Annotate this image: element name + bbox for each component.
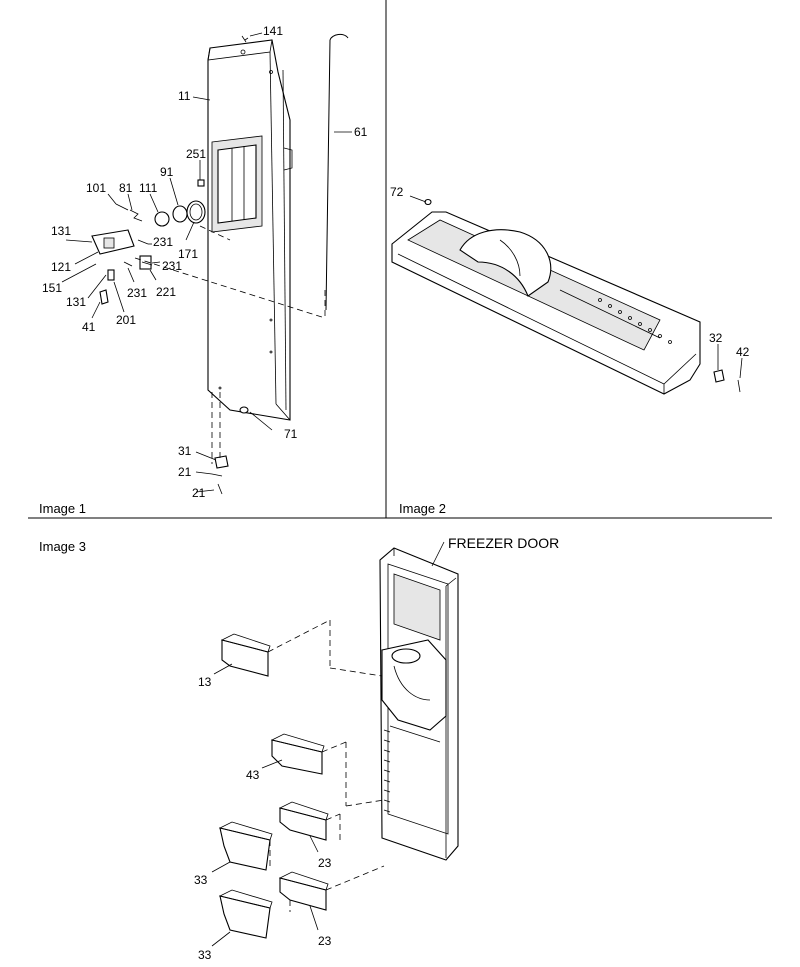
label-231-a: 231 <box>153 235 173 249</box>
label-131-b: 131 <box>66 295 86 309</box>
bin-13 <box>220 633 271 677</box>
label-111: 111 <box>139 181 158 195</box>
label-231-c: 231 <box>127 286 147 300</box>
freezer-door-label: FREEZER DOOR <box>448 535 559 551</box>
panel-title-3: Image 3 <box>39 539 86 554</box>
label-141: 141 <box>263 24 283 38</box>
bin-23-upper <box>278 801 329 841</box>
bin-33-lower <box>218 889 273 939</box>
vent-holes <box>598 298 672 344</box>
label-101: 101 <box>86 181 106 195</box>
labels-image-1: 141 11 61 251 91 101 81 111 131 231 121 … <box>42 24 368 500</box>
label-11: 11 <box>178 89 191 103</box>
label-33-b: 33 <box>198 948 212 962</box>
dispenser-cover <box>391 211 701 395</box>
label-61: 61 <box>354 125 368 139</box>
label-151: 151 <box>42 281 62 295</box>
bin-43 <box>270 733 325 775</box>
leader-lines-1 <box>61 32 352 493</box>
leader-lines-3 <box>211 663 319 947</box>
label-33-a: 33 <box>194 873 208 887</box>
label-131-a: 131 <box>51 224 71 238</box>
label-201: 201 <box>116 313 136 327</box>
small-parts-group <box>91 35 249 495</box>
label-31: 31 <box>178 444 192 458</box>
label-121: 121 <box>51 260 71 274</box>
label-23-a: 23 <box>318 856 332 870</box>
assembly-lines-1 <box>134 225 326 464</box>
label-21-b: 21 <box>192 486 206 500</box>
panel-title-1: Image 1 <box>39 501 86 516</box>
label-42: 42 <box>736 345 750 359</box>
label-13: 13 <box>198 675 212 689</box>
label-251: 251 <box>186 147 206 161</box>
bin-23-lower <box>278 871 329 911</box>
label-21-a: 21 <box>178 465 192 479</box>
freezer-door <box>379 547 459 861</box>
label-72: 72 <box>390 185 404 199</box>
label-71: 71 <box>284 427 298 441</box>
panel-title-2: Image 2 <box>399 501 446 516</box>
label-41: 41 <box>82 320 96 334</box>
label-231-b: 231 <box>162 259 182 273</box>
label-221: 221 <box>156 285 176 299</box>
label-23-b: 23 <box>318 934 332 948</box>
label-91: 91 <box>160 165 174 179</box>
door-shelf-notches <box>383 729 391 813</box>
labels-image-3: 13 43 23 33 23 33 <box>194 675 332 962</box>
label-81: 81 <box>119 181 133 195</box>
cover-small-parts <box>409 195 743 393</box>
dispenser-door-panel <box>207 39 293 421</box>
part-61-rod <box>325 33 349 311</box>
assembly-lines-3 <box>267 619 385 912</box>
label-43: 43 <box>246 768 260 782</box>
label-32: 32 <box>709 331 723 345</box>
freezer-door-leader <box>431 541 445 567</box>
labels-image-2: 72 32 42 <box>390 185 750 359</box>
label-171: 171 <box>178 247 198 261</box>
bin-33-upper <box>218 821 273 871</box>
